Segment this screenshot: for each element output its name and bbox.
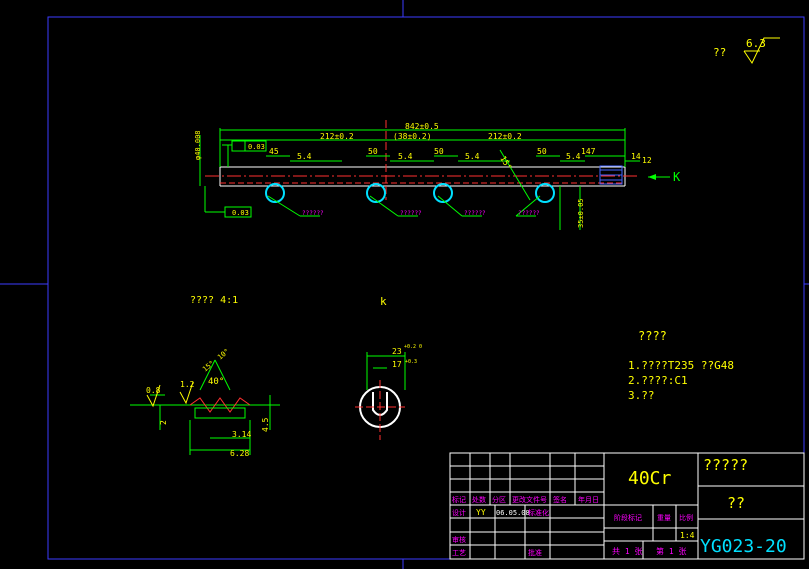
svg-text:50: 50 — [368, 147, 378, 156]
svg-text:工艺: 工艺 — [452, 549, 466, 557]
svg-text:标记: 标记 — [452, 495, 466, 504]
svg-text:2: 2 — [159, 420, 168, 425]
tooth-profile-detail: ???? 4:1 40° 10° 15° 1.2 0.8 2 3.14 6.28… — [130, 295, 280, 458]
svg-text:??????: ?????? — [302, 210, 324, 217]
section-k-view: k 23 +0.2 0 17 +0.3 — [355, 295, 422, 440]
roughness-symbol: ?? 6.3 — [713, 37, 780, 65]
svg-text:2.????:C1: 2.????:C1 — [628, 374, 688, 387]
svg-text:5.4: 5.4 — [566, 152, 581, 161]
svg-text:重量: 重量 — [657, 514, 671, 522]
svg-text:842±0.5: 842±0.5 — [405, 122, 439, 131]
svg-text:标准化: 标准化 — [528, 508, 549, 517]
svg-text:共 1 张: 共 1 张 — [612, 547, 642, 556]
svg-text:YG023-20: YG023-20 — [700, 536, 787, 557]
svg-text:YY: YY — [476, 508, 486, 517]
svg-text:更改文件号: 更改文件号 — [512, 495, 547, 504]
svg-text:处数: 处数 — [472, 495, 486, 504]
svg-text:审核: 审核 — [452, 535, 466, 544]
svg-text:1.????T235 ??G48: 1.????T235 ??G48 — [628, 359, 734, 372]
technical-notes: ???? 1.????T235 ??G48 2.????:C1 3.?? — [628, 329, 734, 402]
svg-text:第 1 张: 第 1 张 — [656, 546, 686, 556]
svg-text:1.2: 1.2 — [180, 380, 195, 389]
svg-text:3.14: 3.14 — [232, 430, 251, 439]
svg-text:06.05.08: 06.05.08 — [496, 509, 530, 517]
rack-main-view: K 842±0.5 212±0.2 (38±0.2) 212±0.2 45 5.… — [194, 120, 681, 230]
svg-text:???? 4:1: ???? 4:1 — [190, 295, 238, 306]
svg-text:5.4: 5.4 — [398, 152, 413, 161]
svg-text:(38±0.2): (38±0.2) — [393, 132, 432, 141]
svg-text:5.4: 5.4 — [297, 152, 312, 161]
svg-text:45: 45 — [269, 147, 279, 156]
svg-text:签名: 签名 — [553, 495, 567, 504]
svg-text:40°: 40° — [208, 377, 224, 387]
svg-text:1:4: 1:4 — [680, 531, 695, 540]
svg-text:??????: ?????? — [518, 210, 540, 217]
svg-text:+0.3: +0.3 — [405, 359, 417, 365]
svg-text:4.5: 4.5 — [261, 417, 270, 432]
svg-text:+0.2 0: +0.2 0 — [404, 344, 422, 350]
svg-text:12: 12 — [642, 156, 652, 165]
svg-text:35±0.05: 35±0.05 — [577, 198, 585, 228]
title-block: 40Cr ????? ?? YG023-20 1:4 标记 处数 分区 更改文件… — [449, 452, 805, 560]
svg-text:0.03: 0.03 — [232, 209, 249, 217]
svg-text:5.4: 5.4 — [465, 152, 480, 161]
svg-text:K: K — [673, 170, 681, 184]
svg-text:k: k — [380, 295, 387, 308]
svg-text:??: ?? — [713, 46, 726, 59]
svg-text:年月日: 年月日 — [578, 495, 599, 504]
svg-text:阶段标记: 阶段标记 — [614, 513, 642, 522]
svg-text:6.3: 6.3 — [746, 37, 766, 50]
svg-text:φ40.008: φ40.008 — [194, 130, 202, 160]
svg-text:3.??: 3.?? — [628, 389, 655, 402]
svg-text:147: 147 — [581, 147, 596, 156]
svg-text:分区: 分区 — [492, 495, 506, 504]
svg-text:14: 14 — [631, 152, 641, 161]
svg-text:批准: 批准 — [528, 548, 542, 557]
svg-text:0.03: 0.03 — [248, 143, 265, 151]
svg-text:?????: ????? — [703, 456, 748, 474]
svg-text:10°: 10° — [216, 347, 231, 361]
svg-text:????: ???? — [638, 329, 667, 343]
svg-text:212±0.2: 212±0.2 — [488, 132, 522, 141]
svg-text:0.8: 0.8 — [146, 386, 161, 395]
svg-text:17: 17 — [392, 360, 402, 369]
svg-text:??: ?? — [727, 494, 745, 512]
svg-text:212±0.2: 212±0.2 — [320, 132, 354, 141]
svg-text:23: 23 — [392, 347, 402, 356]
svg-text:比例: 比例 — [679, 513, 693, 522]
svg-text:??????: ?????? — [400, 210, 422, 217]
svg-text:6.28: 6.28 — [230, 449, 249, 458]
svg-text:50: 50 — [537, 147, 547, 156]
svg-text:40Cr: 40Cr — [628, 468, 672, 489]
svg-text:设计: 设计 — [452, 508, 466, 517]
svg-text:50: 50 — [434, 147, 444, 156]
svg-text:??????: ?????? — [464, 210, 486, 217]
